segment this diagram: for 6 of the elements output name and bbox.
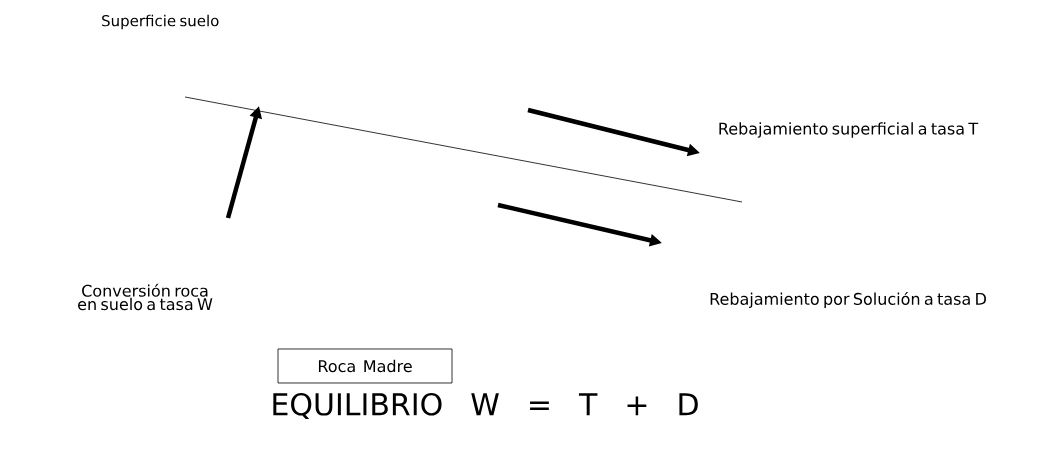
label-text: Rebajamiento por Solución a tasa D — [710, 291, 986, 309]
label-text: Superficie suelo — [102, 14, 219, 30]
equation-text: EQUILIBRIO W = T + D — [273, 392, 698, 420]
label-text: Rebajamiento superficial a tasa T — [719, 122, 979, 138]
label-text: Conversión roca en suelo a tasa W — [78, 283, 213, 311]
text-box: Roca Madre — [277, 348, 453, 384]
